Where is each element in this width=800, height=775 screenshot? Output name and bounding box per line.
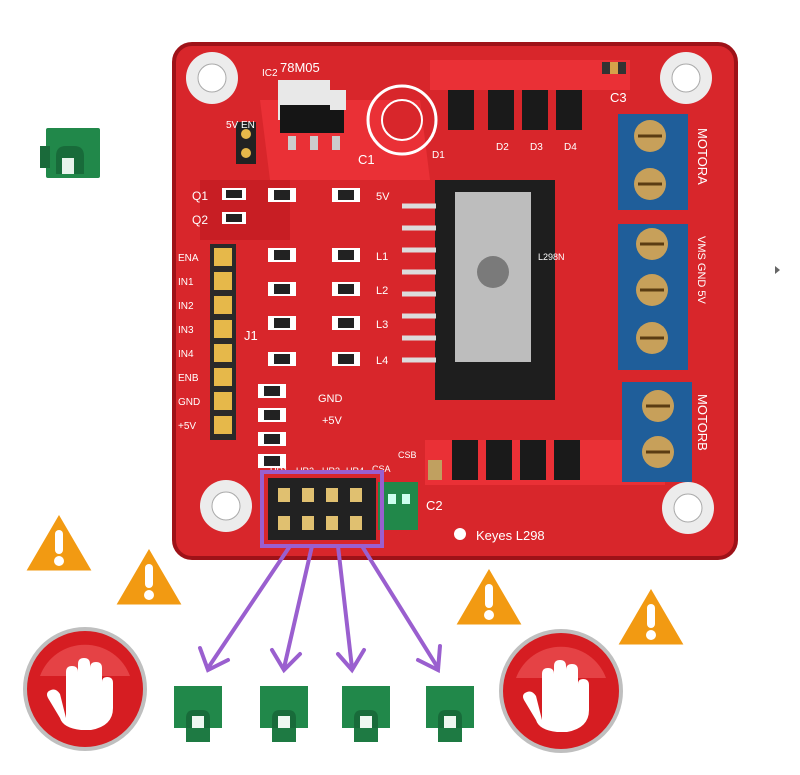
- stop-hand-icon: [23, 627, 147, 751]
- pin-label: ENA: [178, 253, 199, 264]
- led-label: L3: [376, 319, 388, 331]
- pin-label: IN2: [178, 301, 194, 312]
- label-csa: CSA: [372, 464, 391, 474]
- l298n-driver-ic: [402, 180, 555, 400]
- label-csb: CSB: [398, 450, 417, 460]
- led-label: L2: [376, 285, 388, 297]
- label-terminal-mid: VMS GND 5V: [695, 236, 707, 305]
- pin-label: IN1: [178, 277, 194, 288]
- diode-label: D3: [530, 142, 543, 153]
- warning-triangle-icon: [112, 544, 186, 608]
- label-ic: L298N: [538, 252, 565, 262]
- label-header: J1: [244, 328, 258, 343]
- label-5v: 5V: [376, 191, 390, 203]
- diode-label: D4: [564, 142, 577, 153]
- label-q2: Q2: [192, 213, 208, 227]
- led-label: L1: [376, 251, 388, 263]
- label-c2: C2: [426, 498, 443, 513]
- label-plus5v: +5V: [322, 415, 343, 427]
- label-gnd: GND: [318, 393, 343, 405]
- label-5v-en: 5V EN: [226, 120, 255, 131]
- pin-label: ENB: [178, 373, 199, 384]
- pin-label: IN3: [178, 325, 194, 336]
- small-arrow-marker: [775, 266, 780, 274]
- led-label: L4: [376, 355, 388, 367]
- label-motora: MOTORA: [695, 128, 710, 185]
- warning-triangle-icon: [22, 510, 96, 574]
- warning-triangle-icon: [452, 564, 526, 628]
- label-motorb: MOTORB: [695, 394, 710, 451]
- jumper-cap-icon: [426, 686, 474, 742]
- brand-label: Keyes L298: [476, 528, 545, 543]
- jumper-cap-icon: [342, 686, 390, 742]
- l298-motor-driver-board: 78M05 Keyes L298 C1 C2 C3 5V EN IC2 Q1 Q…: [172, 42, 738, 560]
- pin-label: GND: [178, 397, 200, 408]
- arrow-1: [206, 544, 292, 670]
- diode-label: D1: [432, 150, 445, 161]
- capacitor-c1: [366, 84, 438, 156]
- arrow-2: [282, 544, 314, 670]
- arrow-4: [360, 544, 440, 670]
- jumper-cap-icon: [40, 128, 100, 178]
- jumper-cap-icon: [174, 686, 222, 742]
- diode-group-top: [448, 90, 582, 130]
- terminal-block-motorb: [622, 382, 692, 482]
- mounting-hole: [662, 482, 714, 534]
- pin-label-list: ENA IN1 IN2 IN3 IN4 ENB GND +5V: [178, 253, 200, 432]
- stop-hand-icon: [499, 629, 623, 753]
- label-c1: C1: [358, 152, 375, 167]
- arrow-3: [336, 544, 354, 670]
- mounting-hole: [186, 52, 238, 104]
- label-c3: C3: [610, 90, 627, 105]
- jumper-cap-icon: [260, 686, 308, 742]
- diode-group-bottom: [452, 440, 580, 480]
- regulator-label: 78M05: [280, 60, 320, 75]
- mounting-hole: [200, 480, 252, 532]
- label-ic2: IC2: [262, 68, 278, 79]
- mounting-hole: [660, 52, 712, 104]
- highlight-box: [260, 470, 384, 548]
- warning-triangle-icon: [614, 584, 688, 648]
- pin-label: +5V: [178, 421, 196, 432]
- label-q1: Q1: [192, 189, 208, 203]
- terminal-block-motora: [618, 114, 688, 210]
- terminal-block-power: [618, 224, 688, 370]
- diode-label: D2: [496, 142, 509, 153]
- pin-label: IN4: [178, 349, 194, 360]
